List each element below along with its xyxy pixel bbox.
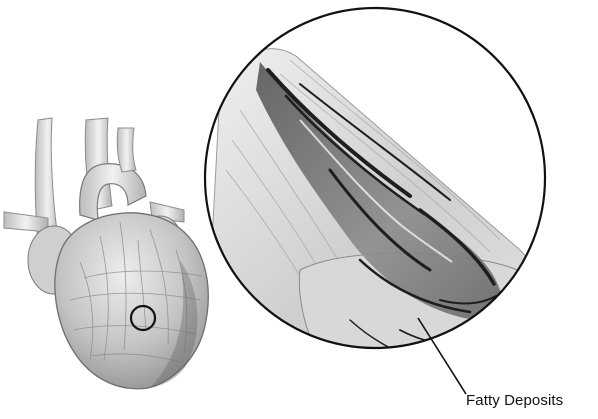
aortic-branch <box>117 128 136 172</box>
magnified-artery <box>205 8 570 394</box>
aorta <box>80 164 146 220</box>
fatty-deposits-label: Fatty Deposits <box>466 392 563 409</box>
heart <box>4 118 208 389</box>
